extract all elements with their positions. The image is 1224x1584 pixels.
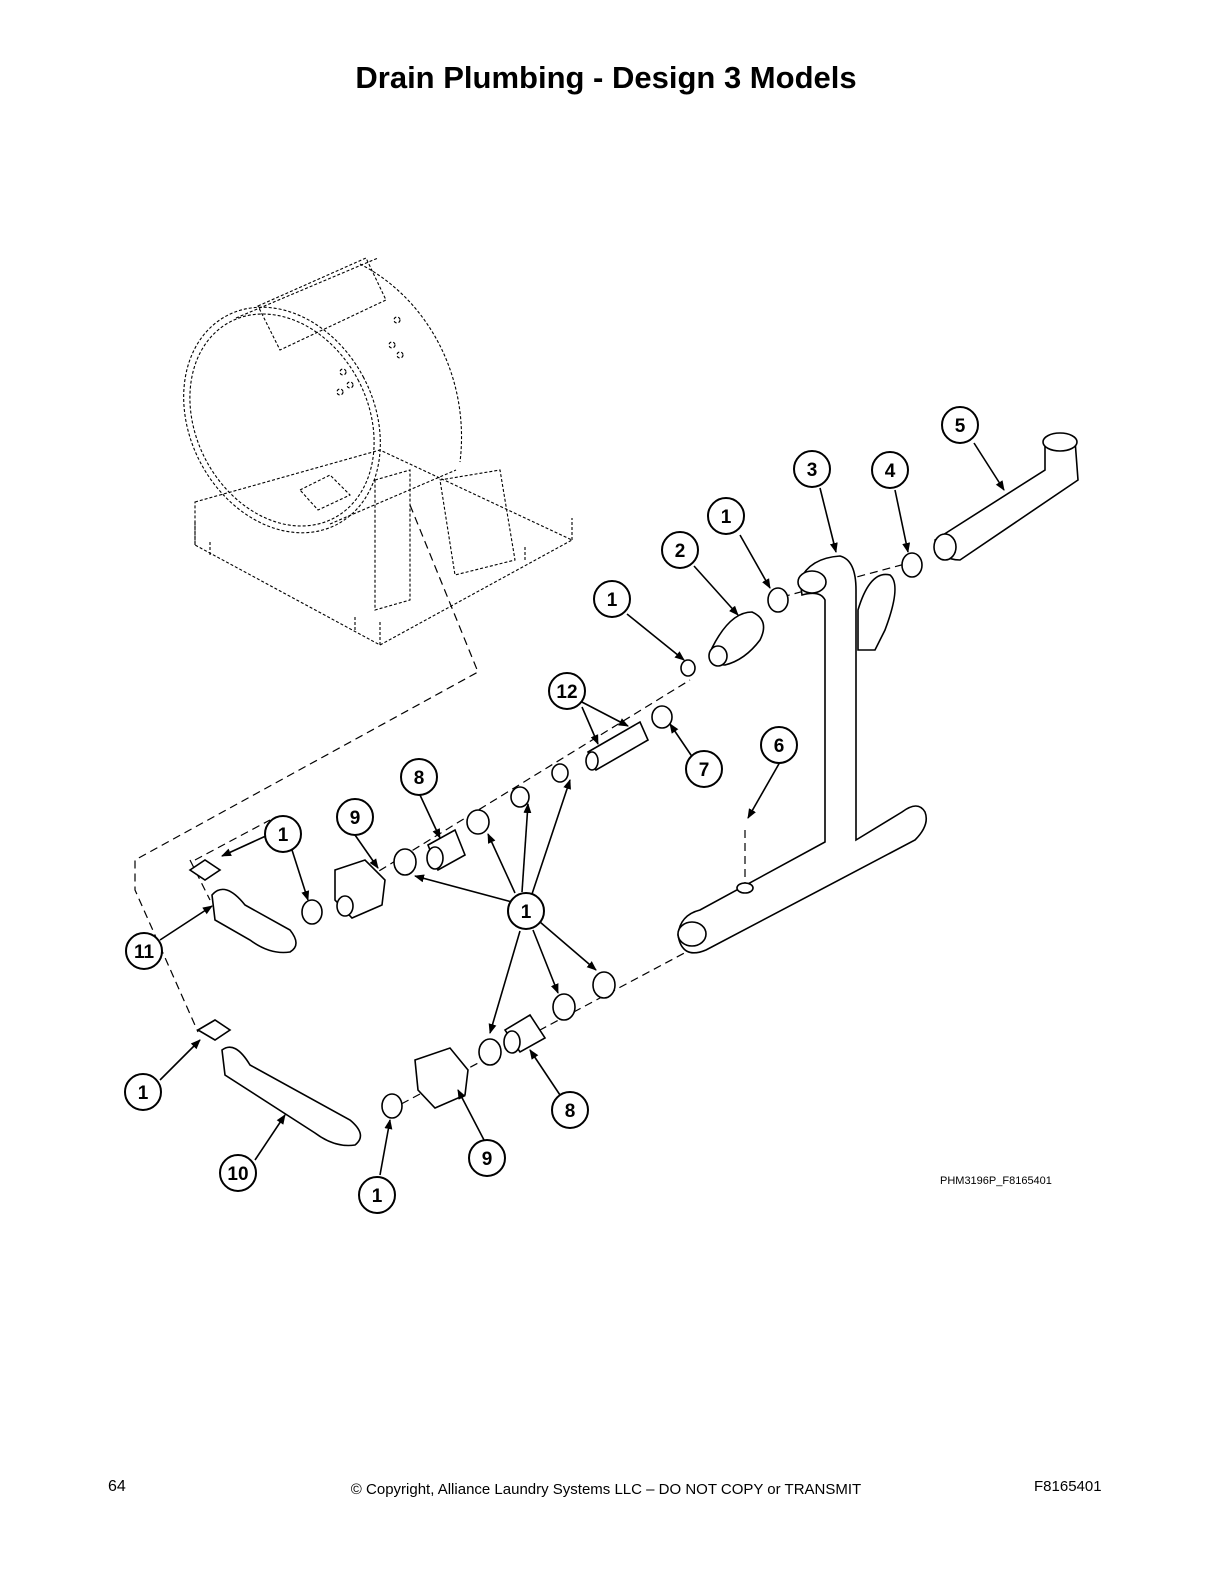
svg-text:10: 10 <box>227 1164 248 1185</box>
svg-text:9: 9 <box>350 808 361 829</box>
svg-text:5: 5 <box>955 416 966 437</box>
svg-text:4: 4 <box>885 461 896 482</box>
callout-12: 12 <box>548 672 586 710</box>
callout-9a: 9 <box>336 798 374 836</box>
callout-2: 2 <box>661 531 699 569</box>
callout-11: 11 <box>125 932 163 970</box>
svg-text:12: 12 <box>556 682 577 703</box>
figure-id: PHM3196P_F8165401 <box>940 1175 1052 1187</box>
svg-text:9: 9 <box>482 1149 493 1170</box>
svg-text:1: 1 <box>278 825 289 846</box>
svg-text:1: 1 <box>721 507 732 528</box>
svg-text:6: 6 <box>774 736 785 757</box>
callout-1b: 1 <box>593 580 631 618</box>
callout-1d: 1 <box>507 892 545 930</box>
callout-8a: 8 <box>400 758 438 796</box>
callout-1c: 1 <box>264 815 302 853</box>
page-number: 64 <box>108 1478 126 1495</box>
small-parts <box>188 552 923 1147</box>
callout-1e: 1 <box>124 1073 162 1111</box>
callout-1a: 1 <box>707 497 745 535</box>
svg-text:1: 1 <box>521 902 532 923</box>
callout-8b: 8 <box>551 1091 589 1129</box>
elbow-pipe <box>933 432 1079 561</box>
callout-6: 6 <box>760 726 798 764</box>
drain-tee-pipe <box>677 555 928 954</box>
callout-3: 3 <box>793 450 831 488</box>
washer-drum-phantom <box>183 257 574 646</box>
svg-text:3: 3 <box>807 460 818 481</box>
svg-text:7: 7 <box>699 760 710 781</box>
svg-text:1: 1 <box>138 1083 149 1104</box>
svg-text:1: 1 <box>607 590 618 611</box>
svg-text:8: 8 <box>414 768 425 789</box>
svg-text:2: 2 <box>675 541 686 562</box>
svg-text:11: 11 <box>134 942 155 963</box>
callout-5: 5 <box>941 406 979 444</box>
callout-4: 4 <box>871 451 909 489</box>
document-id: F8165401 <box>1034 1478 1102 1495</box>
callouts: 5 3 4 1 2 1 12 6 7 8 9 1 1 11 1 8 <box>124 406 979 1214</box>
callout-10: 10 <box>219 1154 257 1192</box>
callout-1f: 1 <box>358 1176 396 1214</box>
hose-item-2 <box>708 611 765 667</box>
callout-leaders <box>159 442 1005 1176</box>
copyright-notice: © Copyright, Alliance Laundry Systems LL… <box>350 1481 862 1498</box>
page-title: Drain Plumbing - Design 3 Models <box>355 60 857 95</box>
callout-7: 7 <box>685 750 723 788</box>
svg-text:1: 1 <box>372 1186 383 1207</box>
svg-text:8: 8 <box>565 1101 576 1122</box>
callout-9b: 9 <box>468 1139 506 1177</box>
